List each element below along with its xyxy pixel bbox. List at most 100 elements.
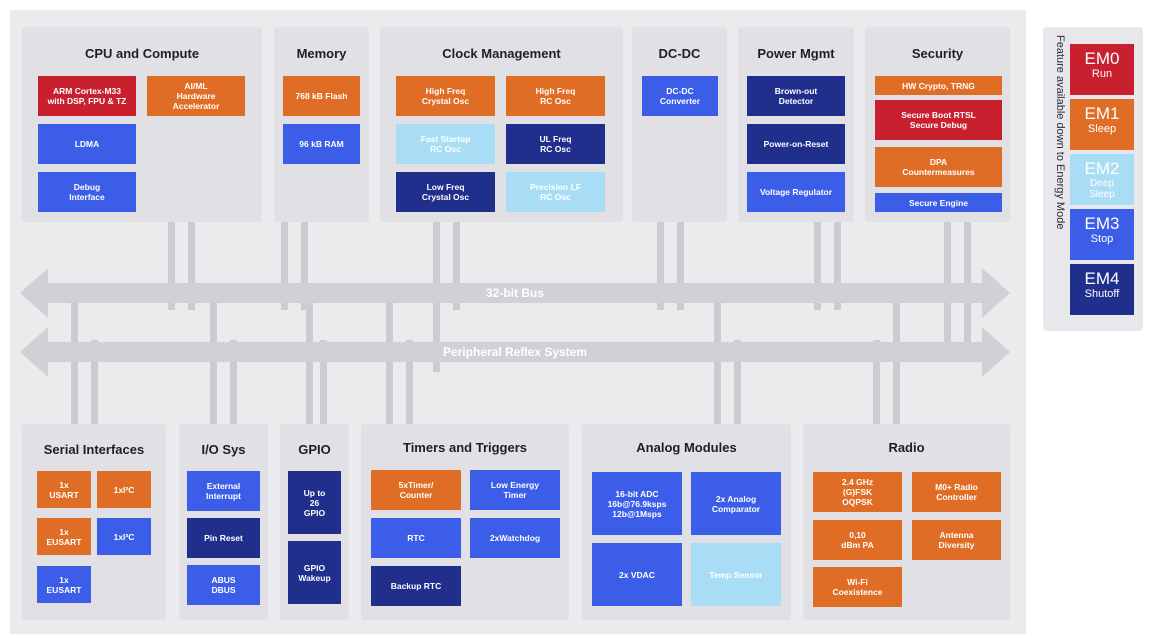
block-brown-out: Brown-out Detector: [747, 76, 845, 116]
panel-clock: Clock Management High Freq Crystal Osc H…: [380, 27, 623, 222]
block-lf-crystal: Low Freq Crystal Osc: [396, 172, 495, 212]
block-power-on-reset: Power-on-Reset: [747, 124, 845, 164]
panel-security: Security HW Crypto, TRNG Secure Boot RTS…: [865, 27, 1010, 222]
panel-title: Clock Management: [442, 46, 561, 61]
legend-em1-name: Sleep: [1087, 123, 1117, 135]
legend-em0-name: Run: [1091, 68, 1113, 80]
panel-title: Serial Interfaces: [43, 442, 145, 457]
block-eusart-em3: 1x EUSART: [37, 566, 91, 603]
wire: [281, 222, 288, 310]
legend-em2-code: EM2: [1084, 159, 1120, 178]
wire: [188, 222, 195, 310]
panel-power: Power Mgmt Brown-out Detector Power-on-R…: [738, 27, 854, 222]
block-abus-dbus: ABUS DBUS: [187, 565, 260, 605]
block-ul-freq-rc: UL Freq RC Osc: [506, 124, 605, 164]
block-ai-accelerator: AI/ML Hardware Accelerator: [147, 76, 245, 116]
block-secure-engine: Secure Engine: [875, 193, 1002, 212]
block-backup-rtc: Backup RTC: [371, 566, 461, 606]
block-debug-interface: Debug Interface: [38, 172, 136, 212]
panel-serial: Serial Interfaces 1x USART 1xI²C 1x EUSA…: [22, 424, 166, 620]
panel-analog: Analog Modules 16-bit ADC 16b@76.9ksps 1…: [582, 424, 791, 620]
block-i2c: 1xI²C: [97, 471, 151, 508]
block-temp-sensor: Temp Sensor: [691, 543, 781, 606]
block-pa: 0,10 dBm PA: [813, 520, 902, 560]
legend-em4-code: EM4: [1084, 269, 1120, 288]
legend-em0-code: EM0: [1084, 49, 1120, 68]
panel-title: DC-DC: [658, 46, 701, 61]
panel-title: Analog Modules: [636, 440, 737, 455]
legend-em3: EM3 Stop: [1070, 209, 1134, 260]
block-radio-controller: M0+ Radio Controller: [912, 472, 1001, 512]
block-hw-crypto: HW Crypto, TRNG: [875, 76, 1002, 95]
wire: [301, 222, 308, 310]
block-rtc: RTC: [371, 518, 461, 558]
panel-title: GPIO: [298, 442, 331, 457]
panel-title: Security: [911, 46, 964, 61]
wire: [406, 340, 413, 424]
block-ram: 96 kB RAM: [283, 124, 360, 164]
wire: [453, 222, 460, 310]
panel-title: CPU and Compute: [84, 46, 200, 61]
block-hf-rc: High Freq RC Osc: [506, 76, 605, 116]
block-timer-counter: 5xTimer/ Counter: [371, 470, 461, 510]
panel-title: I/O Sys: [201, 442, 246, 457]
panel-io: I/O Sys External Interrupt Pin Reset ABU…: [179, 424, 268, 620]
wire: [320, 340, 327, 424]
block-watchdog: 2xWatchdog: [470, 518, 560, 558]
block-hf-crystal: High Freq Crystal Osc: [396, 76, 495, 116]
wire: [677, 222, 684, 310]
wire: [91, 340, 98, 424]
block-wifi-coexistence: Wi-Fi Coexistence: [813, 567, 902, 607]
block-dcdc-converter: DC-DC Converter: [642, 76, 718, 116]
energy-mode-legend: Feature available down to Energy Mode EM…: [1043, 27, 1143, 331]
wire: [873, 340, 880, 424]
block-gpio-wakeup: GPIO Wakeup: [288, 541, 341, 604]
legend-em1: EM1 Sleep: [1070, 99, 1134, 150]
legend-title-box: Feature available down to Energy Mode: [1053, 35, 1067, 325]
legend-em2: EM2 Deep Sleep: [1070, 154, 1134, 205]
block-precision-lf-rc: Precision LF RC Osc: [506, 172, 605, 212]
main-bus: 32-bit Bus: [20, 268, 1010, 318]
block-i3c: 1xI³C: [97, 518, 151, 555]
panel-cpu: CPU and Compute ARM Cortex-M33 with DSP,…: [22, 27, 262, 222]
wire: [657, 222, 664, 310]
legend-em0: EM0 Run: [1070, 44, 1134, 95]
legend-em4: EM4 Shutoff: [1070, 264, 1134, 315]
block-flash: 768 kB Flash: [283, 76, 360, 116]
panel-title: Timers and Triggers: [402, 440, 528, 455]
wire: [814, 222, 821, 310]
legend-em4-name: Shutoff: [1084, 288, 1120, 300]
block-arm-cortex: ARM Cortex-M33 with DSP, FPU & TZ: [38, 76, 136, 116]
legend-em1-code: EM1: [1084, 104, 1120, 123]
legend-em2-name: Deep Sleep: [1089, 178, 1115, 200]
panel-radio: Radio 2.4 GHz (G)FSK OQPSK M0+ Radio Con…: [803, 424, 1010, 620]
prs-bus: Peripheral Reflex System: [20, 327, 1010, 377]
block-analog-comparator: 2x Analog Comparator: [691, 472, 781, 535]
panel-title: Power Mgmt: [757, 46, 835, 61]
block-usart: 1x USART: [37, 471, 91, 508]
wire: [734, 340, 741, 424]
panel-dcdc: DC-DC DC-DC Converter: [632, 27, 727, 222]
block-ldma: LDMA: [38, 124, 136, 164]
main-bus-label: 32-bit Bus: [485, 286, 544, 300]
prs-bus-label: Peripheral Reflex System: [442, 345, 588, 359]
legend-title: Feature available down to Energy Mode: [1054, 35, 1066, 230]
panel-timers: Timers and Triggers 5xTimer/ Counter Low…: [361, 424, 569, 620]
wire: [168, 222, 175, 310]
block-le-timer: Low Energy Timer: [470, 470, 560, 510]
block-eusart: 1x EUSART: [37, 518, 91, 555]
block-fast-startup-rc: Fast Startup RC Osc: [396, 124, 495, 164]
block-rf-modulation: 2.4 GHz (G)FSK OQPSK: [813, 472, 902, 512]
block-external-interrupt: External Interrupt: [187, 471, 260, 511]
wire: [230, 340, 237, 424]
block-antenna-diversity: Antenna Diversity: [912, 520, 1001, 560]
panel-memory: Memory 768 kB Flash 96 kB RAM: [274, 27, 369, 222]
block-secure-boot: Secure Boot RTSL Secure Debug: [875, 100, 1002, 140]
block-gpio-count: Up to 26 GPIO: [288, 471, 341, 534]
block-adc: 16-bit ADC 16b@76.9ksps 12b@1Msps: [592, 472, 682, 535]
panel-gpio: GPIO Up to 26 GPIO GPIO Wakeup: [280, 424, 349, 620]
legend-em3-code: EM3: [1084, 214, 1120, 233]
block-pin-reset: Pin Reset: [187, 518, 260, 558]
panel-title: Radio: [888, 440, 925, 455]
panel-title: Memory: [296, 46, 347, 61]
